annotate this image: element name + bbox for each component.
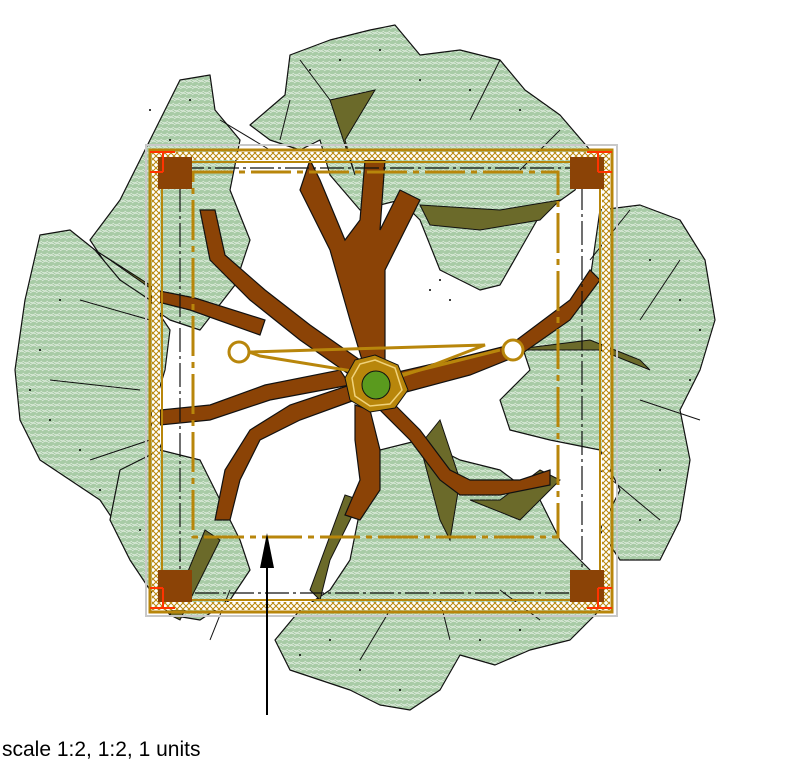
branch-southwest	[214, 384, 356, 521]
pivot-assembly	[227, 338, 525, 413]
corner-post-nw	[150, 151, 192, 189]
hatched-band-inner	[161, 161, 601, 601]
branch-northwest	[199, 209, 361, 376]
hatched-band-outer	[148, 148, 614, 614]
hatched-band	[152, 152, 610, 610]
leader-arrow	[260, 533, 274, 715]
pivot-handle-left	[227, 340, 251, 364]
canopy-stipple	[29, 49, 701, 691]
center-dot	[361, 370, 391, 400]
corner-post-sw	[150, 570, 192, 609]
pivot-handle-right	[501, 338, 525, 362]
branch-south	[344, 404, 381, 521]
corner-posts	[150, 151, 612, 609]
branch-north	[299, 158, 421, 371]
corner-post-se	[570, 570, 612, 609]
dash-line-outer	[179, 167, 583, 594]
branch-southeast	[379, 393, 551, 496]
outer-grey-frame	[145, 144, 618, 617]
inner-gold-dashed	[191, 170, 560, 539]
scale-label: scale 1:2, 1:2, 1 units	[2, 738, 201, 761]
structure-frame	[145, 144, 618, 617]
corner-post-ne	[570, 151, 612, 189]
arrow-head	[260, 533, 274, 568]
